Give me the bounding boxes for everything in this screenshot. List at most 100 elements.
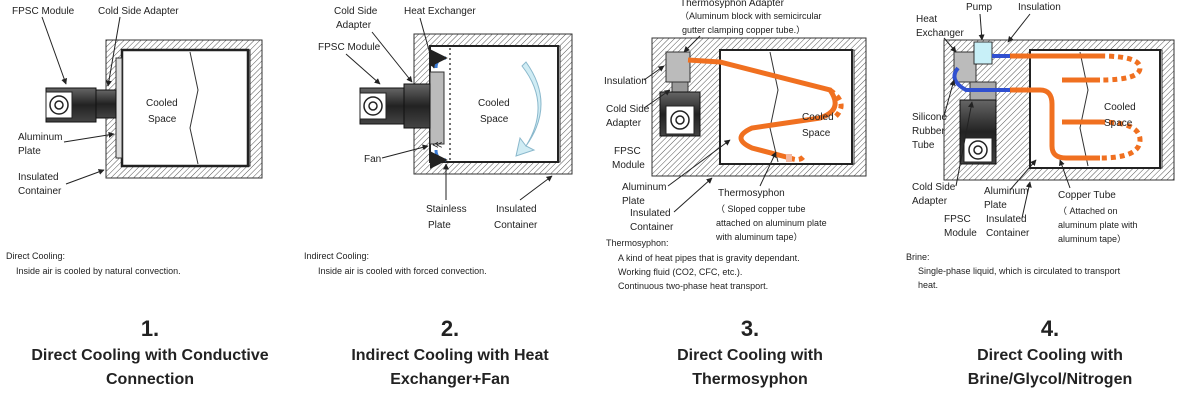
fpsc-ring-inner [675,115,685,125]
label-aluminum-plate-2: Plate [622,196,645,207]
caption-title-line-1: Direct Cooling with [977,347,1123,364]
label-silicone-3: Tube [912,140,935,151]
panel-1-direct-conductive: FPSC Module Cold Side Adapter Cooled Spa… [6,6,263,276]
label-insulation: Insulation [1018,2,1061,13]
label-insulated-container-1: Insulated [496,204,537,215]
cold-side-adapter [403,83,431,129]
label-cooled-space-1: Cooled [802,112,834,123]
cooling-methods-diagram: FPSC Module Cold Side Adapter Cooled Spa… [6,0,1175,291]
label-aluminum-plate-1: Aluminum [984,186,1028,197]
note-line-1: A kind of heat pipes that is gravity dep… [618,253,800,263]
label-thermo-desc-2: attached on aluminum plate [716,218,827,228]
note-line-2: Working fluid (CO2, CFC, etc.). [618,267,742,277]
label-cooled-space-1: Cooled [146,98,178,109]
cutaway-line [1079,51,1089,167]
thermosyphon-adapter [665,51,691,83]
circulation-arrow-icon [515,61,542,157]
label-stainless-plate-2: Plate [428,220,451,231]
label-fpsc-module: FPSC Module [12,6,75,17]
airflow-out-icon [429,149,448,169]
label-insulated-container-1: Insulated [986,214,1027,225]
label-thermo-desc-1: （ Sloped copper tube [716,204,806,214]
airflow-in-icon [429,49,448,69]
label-insulated-container-1: Insulated [630,208,671,219]
thermosyphon-tube [687,57,838,161]
label-thermosyphon: Thermosyphon [718,188,785,199]
fpsc-ring-inner [973,145,983,155]
label-silicone-2: Rubber [912,126,945,137]
fpsc-ring-inner [368,101,378,111]
fpsc-ring-inner [54,100,64,110]
note-line-2: heat. [918,280,938,290]
copper-tube [1010,53,1100,161]
brine-tube [952,54,1010,92]
caption-title-line-1: Direct Cooling with [677,347,823,364]
note-line-1: Inside air is cooled with forced convect… [318,266,487,276]
aluminum-plate [115,57,123,159]
aluminum-plate-marker [786,154,792,162]
fan-icon: ≪ [432,140,442,151]
label-adapter-desc-2: gutter clamping copper tube.） [682,25,805,35]
label-aluminum-plate-2: Plate [984,200,1007,211]
label-insulated-container-2: Container [986,228,1030,239]
caption-number: 2. [440,316,460,341]
panel-2-indirect-fan: ≪ Cold Side Adapter Heat Exchanger FPSC … [304,6,573,276]
note-title: Brine: [906,252,930,262]
label-cooled-space-2: Space [802,128,831,139]
label-aluminum-plate-1: Aluminum [622,182,666,193]
label-stainless-plate-1: Stainless [426,204,467,215]
label-cooled-space-1: Cooled [478,98,510,109]
label-cold-side-adapter: Cold Side Adapter [98,6,179,17]
label-aluminum-plate-1: Aluminum [18,132,62,143]
heat-exchanger [429,71,445,145]
label-heat-exchanger-1: Heat [916,14,937,25]
label-fpsc-module-2: Module [944,228,977,239]
caption-title-line-1: Indirect Cooling with Heat [351,347,549,364]
fpsc-ring-icon [49,95,69,115]
caption-title-line-1: Direct Cooling with Conductive [31,347,269,364]
note-title: Indirect Cooling: [304,251,369,261]
note-line-1: Inside air is cooled by natural convecti… [16,266,181,276]
label-cold-side-adapter-1: Cold Side [912,182,956,193]
note-line-3: Continuous two-phase heat transport. [618,281,768,291]
heat-exchanger [953,51,977,83]
caption-number: 1. [140,316,160,341]
caption-2: 2. Indirect Cooling with Heat Exchanger+… [300,314,600,392]
cold-side-adapter [671,81,689,93]
label-cooled-space-2: Space [1104,118,1133,129]
label-fpsc-module-1: FPSC [944,214,971,225]
label-heat-exchanger: Heat Exchanger [404,6,476,17]
fpsc-ring-icon [363,96,383,116]
cutaway-line [189,51,199,165]
fpsc-ring-icon [968,140,988,160]
fpsc-ring-icon [670,110,690,130]
caption-title-line-2: Exchanger+Fan [390,371,510,388]
label-cold-side-adapter-2: Adapter [336,20,372,31]
label-cold-side-adapter-2: Adapter [606,118,642,129]
label-fan: Fan [364,154,381,165]
label-adapter-desc-1: （Aluminum block with semicircular [680,11,822,21]
caption-title-line-2: Brine/Glycol/Nitrogen [967,371,1133,388]
label-cooled-space-2: Space [148,114,177,125]
label-copper-tube: Copper Tube [1058,190,1116,201]
label-insulated-container-2: Container [630,222,674,233]
panel-4-brine: Pump Insulation Heat Exchanger Cooled Sp… [906,2,1175,290]
caption-number: 4. [1040,316,1060,341]
copper-tube-dashed [1099,53,1143,161]
label-fpsc-module-1: FPSC [614,146,641,157]
caption-1: 1. Direct Cooling with Conductive Connec… [0,314,300,392]
panel-3-thermosyphon: Thermosyphon Adapter （Aluminum block wit… [604,0,867,291]
fpsc-face [665,105,695,135]
note-title: Direct Cooling: [6,251,65,261]
label-cooled-space-1: Cooled [1104,102,1136,113]
label-cold-side-adapter-1: Cold Side [334,6,378,17]
cutaway-line [769,51,779,163]
label-cold-side-adapter-1: Cold Side [606,104,650,115]
label-heat-exchanger-2: Exchanger [916,28,964,39]
label-insulated-container-2: Container [18,186,62,197]
label-insulation: Insulation [604,76,647,87]
note-line-1: Single-phase liquid, which is circulated… [918,266,1121,276]
caption-3: 3. Direct Cooling with Thermosyphon [600,314,900,392]
label-pump: Pump [966,2,993,13]
label-cooled-space-2: Space [480,114,509,125]
